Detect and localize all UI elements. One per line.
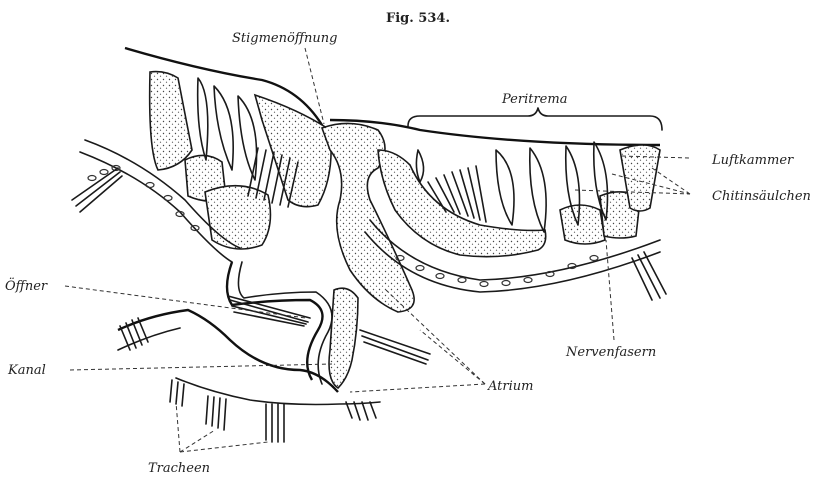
label-nervenfasern: Nervenfasern: [565, 345, 656, 360]
label-luftkammer: Luftkammer: [711, 153, 794, 168]
label-stigmenoffnung: Stigmenöffnung: [232, 31, 337, 46]
left-cuticle: [72, 48, 331, 262]
label-atrium: Atrium: [487, 379, 533, 394]
label-peritrema: Peritrema: [501, 92, 567, 107]
label-offner: Öffner: [5, 277, 48, 294]
label-kanal: Kanal: [7, 363, 46, 378]
label-tracheen: Tracheen: [148, 461, 210, 476]
figure-title: Fig. 534.: [386, 11, 450, 26]
label-chitinsaulchen: Chitinsäulchen: [712, 189, 811, 204]
